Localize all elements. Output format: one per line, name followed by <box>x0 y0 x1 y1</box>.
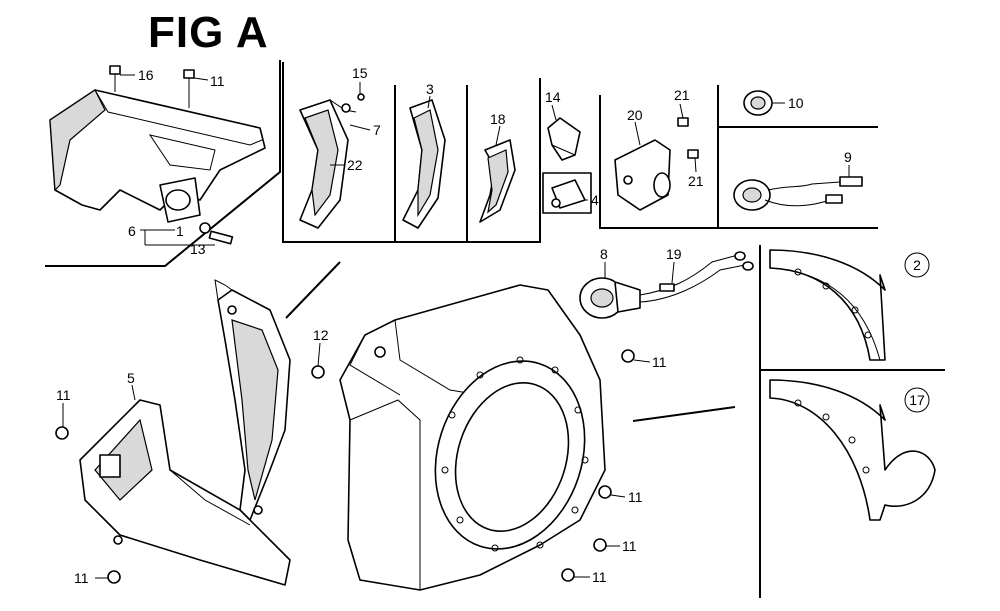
panel-frames <box>45 60 945 598</box>
callout-14: 14 <box>545 89 561 105</box>
callout-1: 1 <box>176 223 184 239</box>
callout-11-bottom-left: 11 <box>74 570 89 586</box>
bracket-assembly <box>49 65 266 245</box>
callout-11-shroud-3: 11 <box>592 569 607 585</box>
callout-12: 12 <box>313 327 329 343</box>
callout-13: 13 <box>190 241 206 257</box>
callout-21-top: 21 <box>674 87 690 103</box>
lower-cover-5 <box>79 399 291 586</box>
callout-6: 6 <box>128 223 136 239</box>
leader-lines <box>62 74 850 579</box>
shroud-bolt-holes <box>441 356 589 552</box>
callout-20: 20 <box>627 107 643 123</box>
callout-18: 18 <box>490 111 506 127</box>
callout-8: 8 <box>600 246 608 262</box>
cover-3 <box>402 99 446 229</box>
callout-21-bottom: 21 <box>688 173 704 189</box>
callout-19: 19 <box>666 246 682 262</box>
detail-marker-2-label: 2 <box>913 257 921 273</box>
callout-16: 16 <box>138 67 154 83</box>
cover-18 <box>479 139 516 223</box>
callout-11-shroud-1: 11 <box>628 489 643 505</box>
callout-7: 7 <box>373 122 381 138</box>
callout-3: 3 <box>426 81 434 97</box>
detail-view-2 <box>769 249 886 361</box>
callout-11-shroud-2: 11 <box>622 538 637 554</box>
detail-marker-17: 17 <box>904 387 930 413</box>
callout-5: 5 <box>127 370 135 386</box>
cover-22 <box>299 93 365 229</box>
side-cover-left <box>214 279 291 521</box>
switch-bracket-20 <box>614 117 699 211</box>
figure-title: FIG A <box>148 8 269 57</box>
callout-22: 22 <box>347 157 363 173</box>
fan-shroud <box>339 284 606 591</box>
callout-10: 10 <box>788 95 804 111</box>
callout-11-left: 11 <box>56 387 71 403</box>
grommet-10 <box>743 90 773 116</box>
callout-4: 4 <box>591 192 599 208</box>
bolts <box>55 349 635 584</box>
callout-11-right: 11 <box>652 354 667 370</box>
detail-marker-2: 2 <box>904 252 930 278</box>
switch-8 <box>579 251 754 319</box>
detail-view-17 <box>769 379 936 521</box>
clip-14 <box>547 117 581 161</box>
callout-9: 9 <box>844 149 852 165</box>
callout-labels: 16 11 6 1 13 15 7 22 3 18 14 4 20 21 21 … <box>56 65 852 586</box>
detail-marker-17-label: 17 <box>909 392 925 408</box>
callout-11: 11 <box>210 73 225 89</box>
switch-9 <box>733 176 863 211</box>
nut-4 <box>542 172 592 214</box>
callout-15: 15 <box>352 65 368 81</box>
